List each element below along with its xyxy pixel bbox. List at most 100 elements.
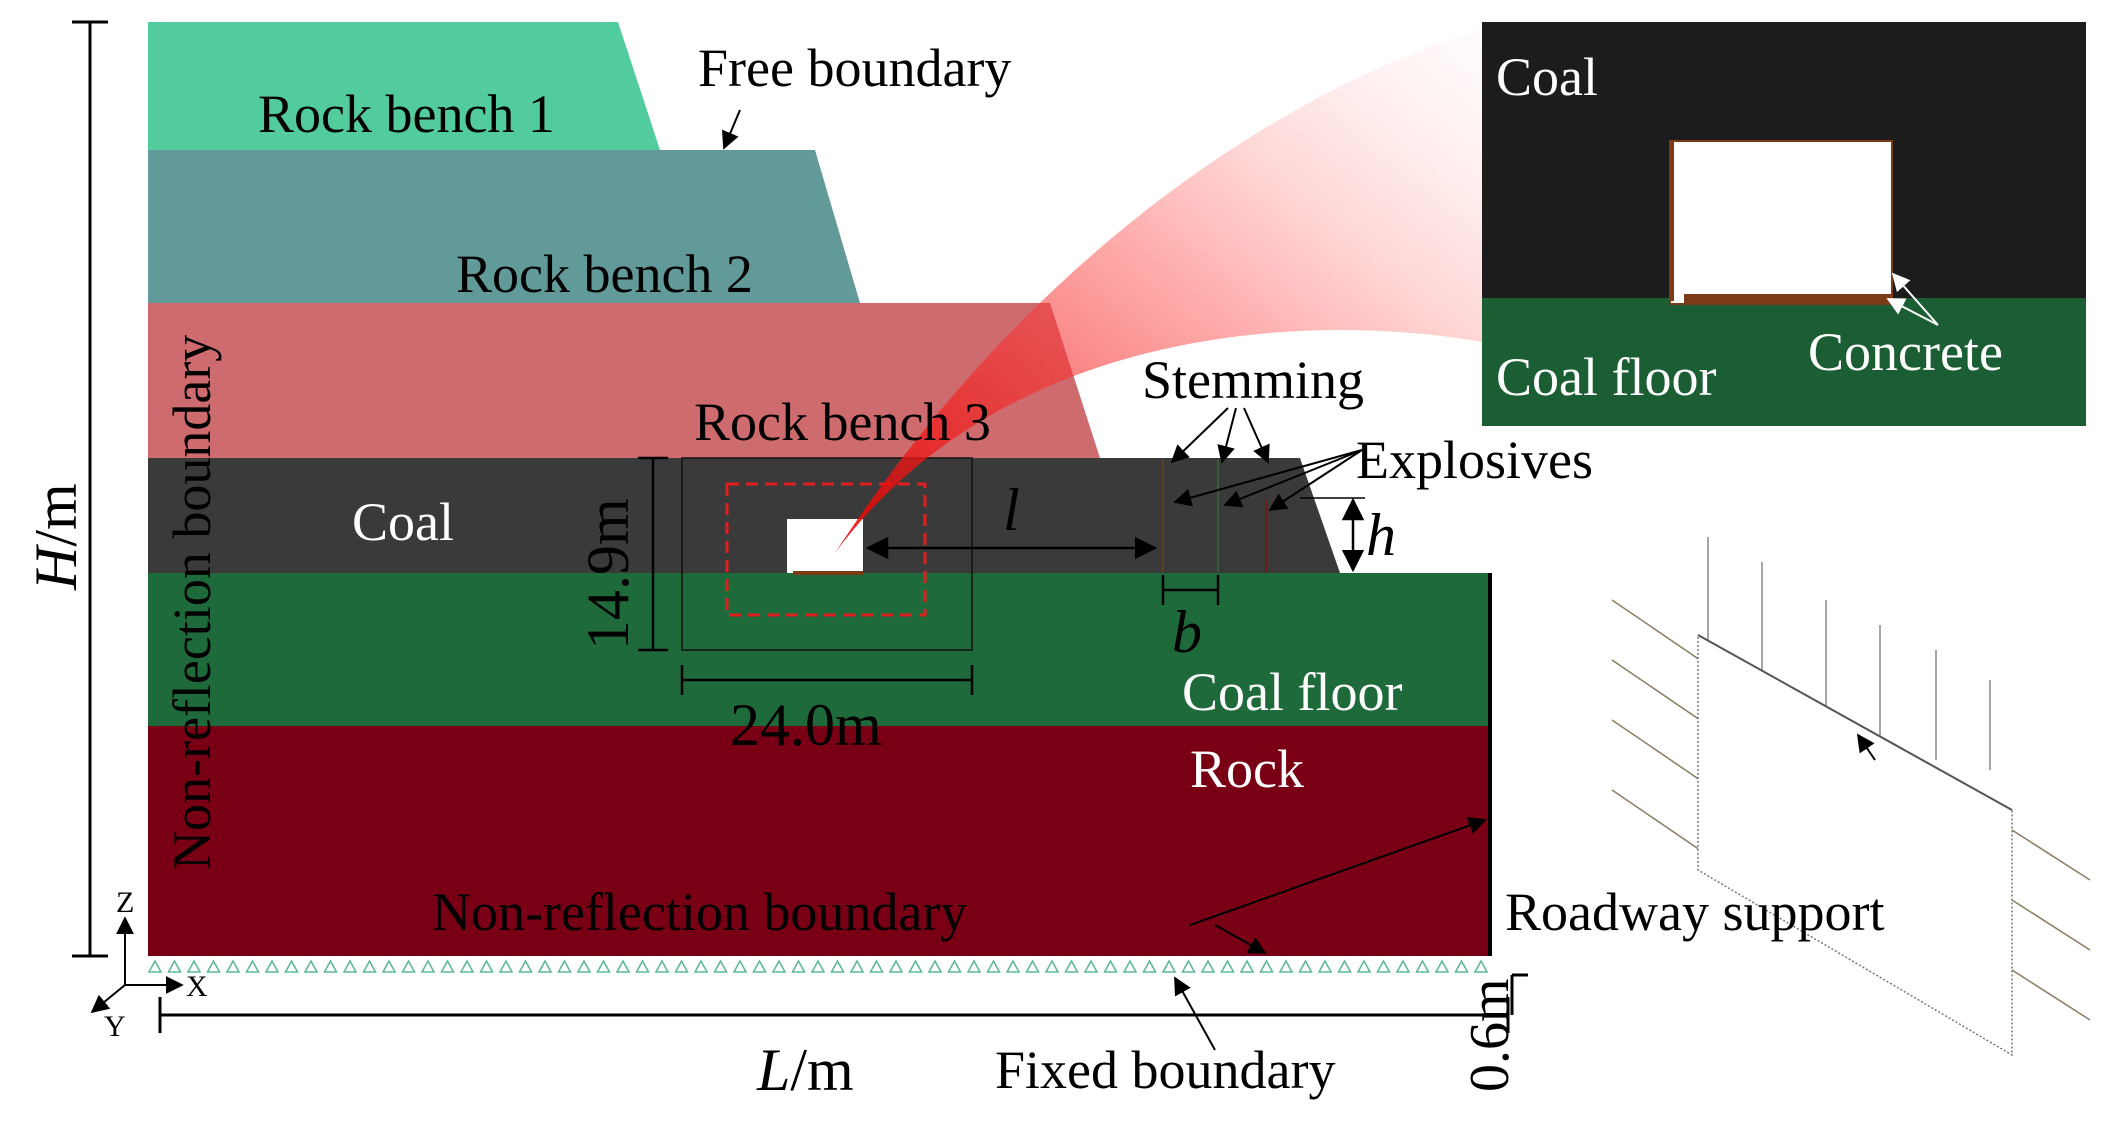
support-triangle bbox=[479, 959, 494, 973]
dimension-H bbox=[72, 20, 108, 958]
support-triangle bbox=[225, 959, 241, 973]
rock-bench-2-layer bbox=[148, 150, 860, 303]
zoom-beam bbox=[835, 28, 1482, 553]
support-triangle bbox=[206, 959, 221, 973]
label-dim-0-6: 0.6m bbox=[1459, 978, 1521, 1092]
support-triangle bbox=[537, 959, 553, 973]
support-triangle bbox=[1220, 959, 1235, 973]
support-triangle bbox=[1044, 959, 1060, 973]
support-triangle bbox=[576, 959, 592, 973]
label-dim-14-9: 14.9m bbox=[575, 498, 641, 650]
support-triangle bbox=[1083, 959, 1099, 973]
inset-roadway bbox=[1669, 140, 1893, 305]
support-triangle bbox=[518, 959, 533, 973]
label-inset-concrete: Concrete bbox=[1808, 322, 2003, 382]
dimension-L bbox=[158, 997, 1510, 1033]
label-dim-24-0: 24.0m bbox=[730, 692, 882, 758]
label-non-reflection-side: Non-reflection boundary bbox=[162, 335, 222, 870]
roadway-support-sketch bbox=[1611, 537, 2091, 1057]
label-stemming: Stemming bbox=[1142, 350, 1364, 410]
support-triangle bbox=[1337, 959, 1352, 973]
label-rock: Rock bbox=[1190, 739, 1304, 799]
support-triangle bbox=[888, 959, 904, 973]
support-triangle bbox=[1395, 959, 1411, 973]
zoom-box bbox=[725, 482, 927, 617]
support-triangle bbox=[284, 959, 299, 973]
support-triangle bbox=[1356, 959, 1372, 973]
support-triangle bbox=[1161, 959, 1177, 973]
support-triangle bbox=[693, 959, 709, 973]
support-triangle bbox=[1142, 959, 1157, 973]
coordinate-axes bbox=[90, 916, 184, 1014]
coal-layer bbox=[148, 458, 1340, 573]
support-triangle bbox=[771, 959, 787, 973]
label-coal: Coal bbox=[352, 492, 454, 552]
support-triangle bbox=[1005, 959, 1021, 973]
label-dim-b: b bbox=[1172, 599, 1202, 665]
model-layers bbox=[148, 22, 1492, 956]
support-triangle bbox=[147, 959, 163, 973]
support-triangle bbox=[869, 959, 884, 973]
support-triangle bbox=[927, 959, 943, 973]
rock-bench-3-layer bbox=[148, 303, 1100, 458]
support-triangle bbox=[1181, 959, 1196, 973]
roadway-concrete bbox=[793, 571, 863, 575]
label-axis-H: H/m bbox=[23, 483, 89, 591]
support-triangle bbox=[381, 959, 397, 973]
label-rock-bench-3: Rock bench 3 bbox=[694, 392, 991, 452]
support-triangle bbox=[1064, 959, 1079, 973]
support-triangle bbox=[1200, 959, 1216, 973]
support-triangle bbox=[1317, 959, 1333, 973]
dimension-b bbox=[1161, 575, 1220, 605]
label-free-boundary: Free boundary bbox=[698, 38, 1011, 98]
inset-floor-region bbox=[1482, 298, 2086, 426]
support-triangle bbox=[908, 959, 923, 973]
dimension-24-0 bbox=[680, 665, 974, 695]
dimension-14-9 bbox=[638, 456, 668, 652]
support-triangle bbox=[1376, 959, 1391, 973]
label-inset-coal: Coal bbox=[1496, 47, 1598, 107]
support-triangle bbox=[459, 959, 475, 973]
support-triangle bbox=[323, 959, 338, 973]
support-triangle bbox=[732, 959, 748, 973]
support-triangle bbox=[1415, 959, 1430, 973]
support-triangle bbox=[810, 959, 826, 973]
label-dim-l: l bbox=[1003, 477, 1020, 543]
roadway-opening bbox=[787, 519, 863, 573]
support-triangle bbox=[303, 959, 319, 973]
blast-holes bbox=[1162, 460, 1267, 572]
support-triangle bbox=[1025, 959, 1040, 973]
support-triangle bbox=[1298, 959, 1313, 973]
inset-wall-concrete bbox=[1670, 141, 1674, 301]
label-roadway-support: Roadway support bbox=[1505, 882, 1884, 942]
support-triangle bbox=[1278, 959, 1294, 973]
inset-floor-concrete bbox=[1684, 294, 1892, 303]
dimension-h-arrow bbox=[1300, 497, 1365, 573]
support-triangle bbox=[791, 959, 806, 973]
label-axis-L: L/m bbox=[756, 1037, 854, 1103]
support-triangle bbox=[849, 959, 865, 973]
support-triangle bbox=[264, 959, 280, 973]
support-triangle bbox=[167, 959, 182, 973]
annotation-arrows bbox=[721, 109, 1487, 1051]
support-triangle bbox=[986, 959, 1001, 973]
support-triangle bbox=[1239, 959, 1255, 973]
support-triangle bbox=[1434, 959, 1450, 973]
label-axis-x: X bbox=[186, 970, 208, 1003]
support-triangle bbox=[830, 959, 845, 973]
label-rock-bench-1: Rock bench 1 bbox=[258, 84, 555, 144]
support-triangle bbox=[401, 959, 416, 973]
support-triangle bbox=[674, 959, 689, 973]
support-triangle bbox=[966, 959, 982, 973]
support-triangle bbox=[440, 959, 455, 973]
support-triangle bbox=[1122, 959, 1138, 973]
support-triangle bbox=[654, 959, 670, 973]
roadway-inset bbox=[1482, 22, 2086, 426]
support-triangle bbox=[245, 959, 260, 973]
fixed-boundary-supports bbox=[147, 959, 1489, 973]
support-triangle bbox=[947, 959, 962, 973]
support-triangle bbox=[752, 959, 767, 973]
support-triangle bbox=[596, 959, 611, 973]
label-fixed-boundary: Fixed boundary bbox=[995, 1040, 1335, 1100]
